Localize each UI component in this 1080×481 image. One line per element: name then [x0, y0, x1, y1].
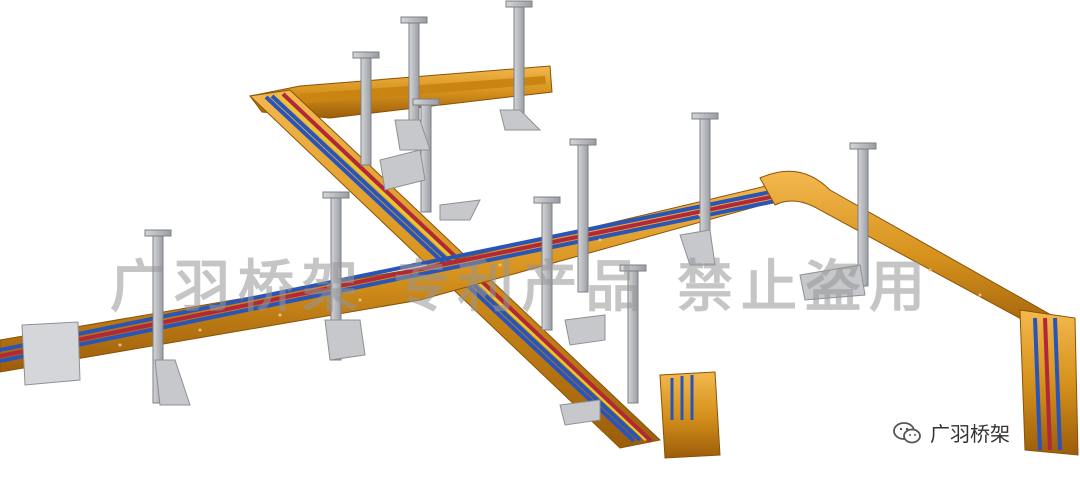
hanger-rod: [541, 199, 553, 331]
support-bracket: [439, 199, 481, 221]
right-bend-tray: [759, 170, 1079, 456]
support-bracket: [499, 109, 542, 131]
support-bracket: [564, 314, 606, 346]
hanger-plate: [691, 112, 719, 120]
hanger-plate: [144, 229, 172, 237]
support-bracket: [559, 399, 601, 426]
watermark-corner-text: 广羽桥架: [930, 422, 1010, 446]
hanger-supports: [144, 0, 877, 404]
end-plate: [21, 321, 81, 386]
hanger-plate: [569, 138, 597, 146]
hanger-plate: [505, 0, 533, 8]
hanger-plate: [352, 51, 380, 59]
hanger-plate: [400, 16, 428, 24]
support-bracket: [154, 359, 191, 406]
support-bracket: [799, 264, 866, 301]
support-bracket: [679, 229, 716, 266]
hanger-rod: [408, 19, 420, 126]
support-bracket: [379, 149, 426, 191]
hanger-rod: [627, 267, 639, 404]
hanger-rod: [577, 141, 589, 293]
wechat-icon: [892, 421, 924, 445]
hanger-plate: [412, 98, 440, 106]
tray-perforations: [118, 213, 982, 347]
hanger-rod: [360, 54, 372, 166]
hanger-plate: [849, 142, 877, 150]
riser-box: [659, 371, 721, 459]
hanger-plate: [322, 191, 350, 199]
hanger-rod: [420, 101, 432, 213]
support-brackets: [21, 109, 866, 426]
hanger-plate: [619, 264, 647, 272]
watermark-corner: 广羽桥架: [892, 418, 1010, 447]
hanger-rod: [513, 3, 525, 125]
support-bracket: [324, 319, 366, 361]
hanger-plate: [533, 196, 561, 204]
support-bracket: [394, 119, 431, 151]
